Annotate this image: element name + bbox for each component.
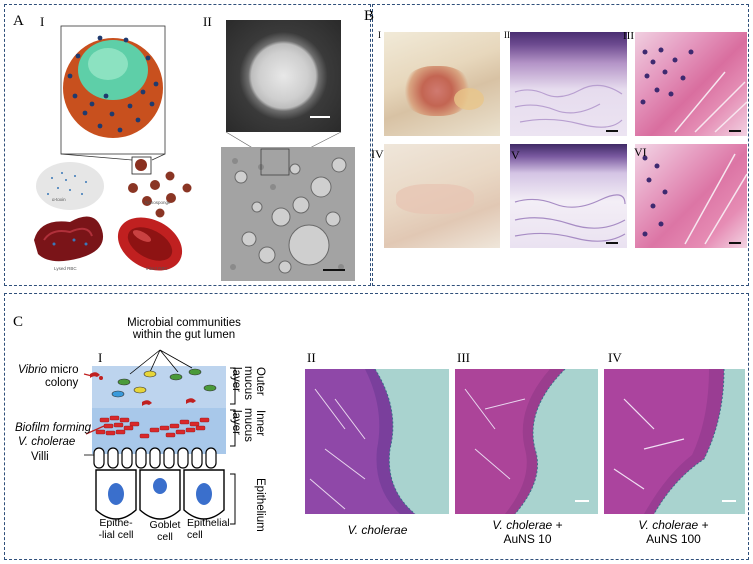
panel-b-sub-iii: III: [623, 30, 634, 42]
tem-image-zoom: [226, 20, 341, 132]
panel-c-frame: [4, 293, 749, 560]
cell-label-1: Epithe- -lial cell: [98, 517, 134, 541]
gut-micrograph-ii: [305, 369, 449, 514]
panel-b-sub-iv: IV: [371, 147, 384, 161]
caption-ii-italic: V. cholerae: [347, 523, 408, 537]
cell-label-2: Goblet cell: [149, 519, 181, 543]
histology-iii: [635, 32, 747, 136]
gut-micrograph-iv: [604, 369, 745, 514]
mouse-skin-photo-2: [384, 144, 500, 248]
nanosponge-illustration: [34, 25, 192, 271]
lysed-rbc-label: Lysed RBC: [54, 266, 77, 271]
panel-c-sub-i: I: [98, 350, 103, 365]
caption-ii: V. cholerae: [300, 523, 455, 537]
caption-iv-rest: + AuNS 100: [646, 518, 709, 546]
vibrio-label: Vibrio micro: [18, 364, 79, 376]
gut-schematic: [83, 349, 236, 525]
outer-mucus-label: mucus: [242, 366, 254, 400]
scale-bar: [310, 116, 330, 118]
biofilm-label: Biofilm forming: [15, 422, 92, 434]
gut-micrograph-iii: [455, 369, 598, 514]
microbial-title: Microbial communities within the gut lum…: [127, 317, 241, 341]
panel-a-frame: [4, 4, 371, 286]
mouse-skin-photo-1: [384, 32, 500, 136]
panel-a-sub-i: I: [40, 14, 45, 29]
outer-layer-label: layer: [230, 367, 242, 392]
inner-label: Inner: [254, 410, 266, 437]
outer-label: Outer: [254, 367, 266, 396]
caption-iii-italic: V. cholerae: [492, 518, 553, 532]
intact-rbc-label: Intact RBC: [146, 266, 168, 271]
caption-iv-italic: V. cholerae: [638, 518, 699, 532]
histology-ii: [510, 32, 627, 136]
panel-b-sub-i: I: [378, 30, 381, 40]
cell-label-3: Epithelial cell: [187, 517, 230, 541]
panel-a-sub-ii: II: [203, 14, 212, 29]
toxin-label: α-toxin: [52, 197, 66, 202]
epithelium-label: Epithelium: [254, 478, 266, 532]
caption-iv: V. cholerae + AuNS 100: [596, 518, 751, 546]
vibrio-rest: micro: [47, 364, 79, 376]
tem-image-field: [221, 147, 355, 281]
panel-c-sub-iii: III: [457, 350, 470, 365]
panel-b-label: B: [364, 8, 375, 24]
histology-v: [510, 144, 627, 248]
vibrio-italic: Vibrio: [18, 364, 48, 376]
panel-c-sub-ii: II: [307, 350, 316, 365]
panel-b-sub-vi: VI: [634, 145, 647, 159]
caption-iii-rest: + AuNS 10: [503, 518, 563, 546]
panel-c-sub-iv: IV: [608, 350, 622, 365]
histology-vi: [635, 144, 747, 248]
panel-b-sub-v: V: [511, 148, 520, 162]
panel-b-frame: [372, 4, 749, 286]
villi-label: Villi: [31, 451, 49, 463]
panel-c-label: C: [13, 314, 24, 330]
nanosponge-label: Nanosponge: [145, 200, 171, 205]
caption-iii: V. cholerae + AuNS 10: [450, 518, 605, 546]
inner-mucus-label: mucus: [242, 408, 254, 442]
panel-b-sub-ii: II: [504, 30, 510, 40]
inner-layer-label: layer: [230, 410, 242, 435]
colony-label: colony: [45, 377, 79, 389]
panel-a-label: A: [13, 13, 24, 29]
v-cholerae-label: V. cholerae: [18, 436, 76, 448]
